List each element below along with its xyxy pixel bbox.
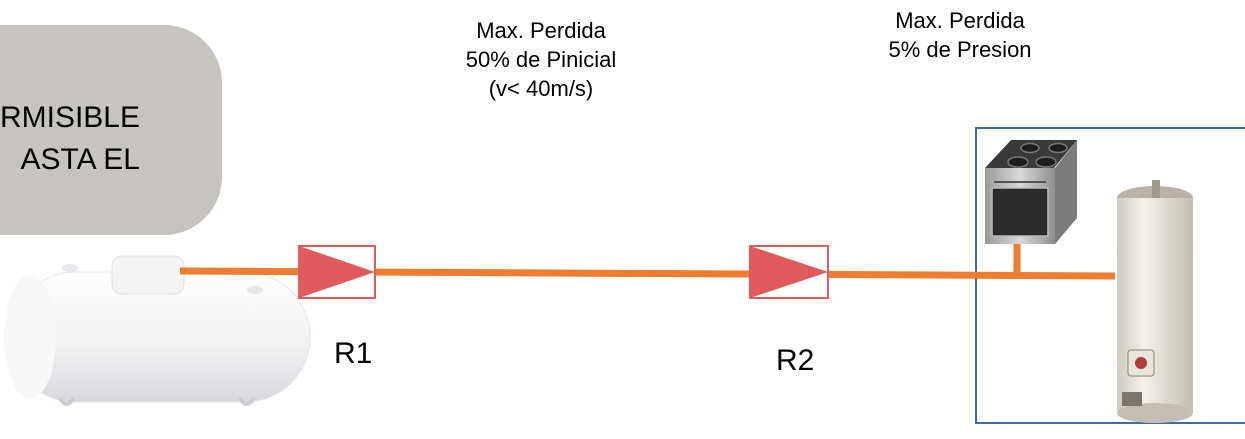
regulator-r1-label: R1	[334, 337, 373, 370]
callout-text: RMISIBLE ASTA EL	[0, 97, 140, 181]
water-heater-icon	[1117, 180, 1193, 423]
annotation-2-line-1: Max. Perdida	[895, 8, 1025, 33]
callout-bubble: RMISIBLE ASTA EL	[0, 25, 222, 235]
callout-line-1: RMISIBLE	[0, 101, 140, 134]
regulator-r1	[298, 245, 376, 299]
propane-tank-icon	[4, 255, 311, 406]
regulator-r2	[749, 245, 829, 299]
annotation-1-line-1: Max. Perdida	[476, 18, 606, 43]
annotation-regulator-2: Max. Perdida 5% de Presion	[855, 6, 1065, 64]
callout-line-2: ASTA EL	[20, 143, 140, 176]
stove-oven-icon	[985, 140, 1077, 244]
annotation-1-line-3: (v< 40m/s)	[488, 76, 594, 101]
annotation-2-line-2: 5% de Presion	[888, 37, 1032, 62]
annotation-1-line-2: 50% de Pinicial	[465, 47, 617, 72]
regulator-r2-label: R2	[776, 344, 815, 377]
annotation-regulator-1: Max. Perdida 50% de Pinicial (v< 40m/s)	[435, 16, 647, 103]
